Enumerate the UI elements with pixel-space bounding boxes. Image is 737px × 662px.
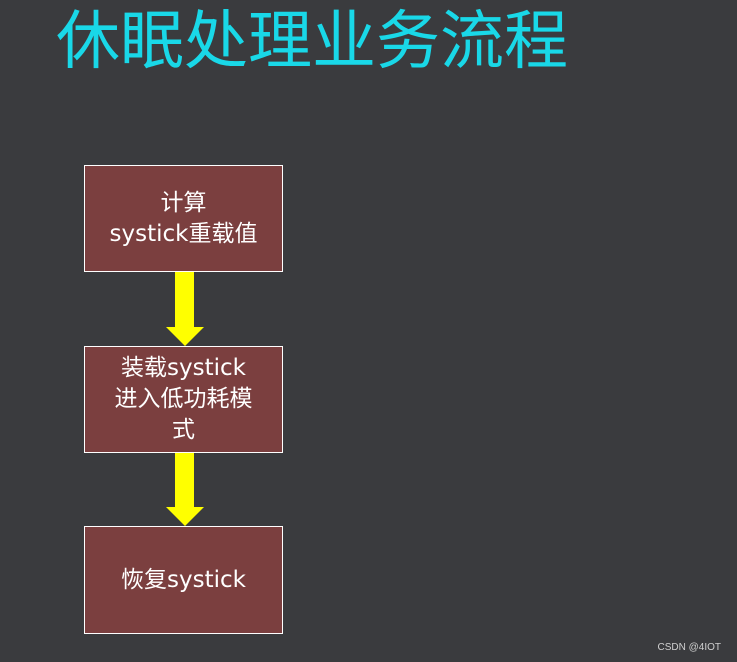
arrow-shaft (175, 272, 194, 328)
flow-step-calculate-reload: 计算 systick重载值 (84, 165, 283, 272)
flow-step-label: 恢复systick (121, 566, 246, 593)
flow-step-enter-low-power: 装载systick 进入低功耗模 式 (84, 346, 283, 453)
flow-step-label: 计算 systick重载值 (109, 189, 258, 247)
slide-title: 休眠处理业务流程 (56, 5, 568, 79)
watermark: CSDN @4IOT (657, 642, 722, 653)
arrow-head (166, 327, 204, 346)
down-arrow-icon (166, 453, 204, 526)
arrow-head (166, 507, 204, 526)
arrow-shaft (175, 453, 194, 508)
flow-step-label: 装载systick 进入低功耗模 式 (114, 355, 253, 443)
flow-step-restore-systick: 恢复systick (84, 526, 283, 634)
down-arrow-icon (166, 272, 204, 346)
